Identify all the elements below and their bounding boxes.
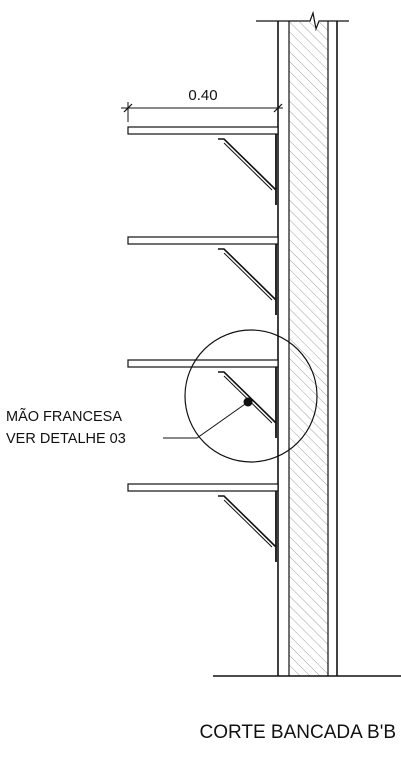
dimension-line [121,102,283,122]
shelf-2 [127,236,279,315]
callout-leader [163,401,249,439]
shelf-4 [127,483,279,562]
callout-line-1: MÃO FRANCESA [6,408,122,425]
shelf-3 [127,359,279,438]
detail-circle [184,329,318,463]
shelf-1 [127,126,279,205]
leader-dot [243,397,253,407]
callout-line-2: VER DETALHE 03 [6,431,126,447]
dimension-label: 0.40 [188,87,217,104]
wall-hatch [289,21,328,676]
drawing-title: CORTE BANCADA B'B [200,722,397,743]
